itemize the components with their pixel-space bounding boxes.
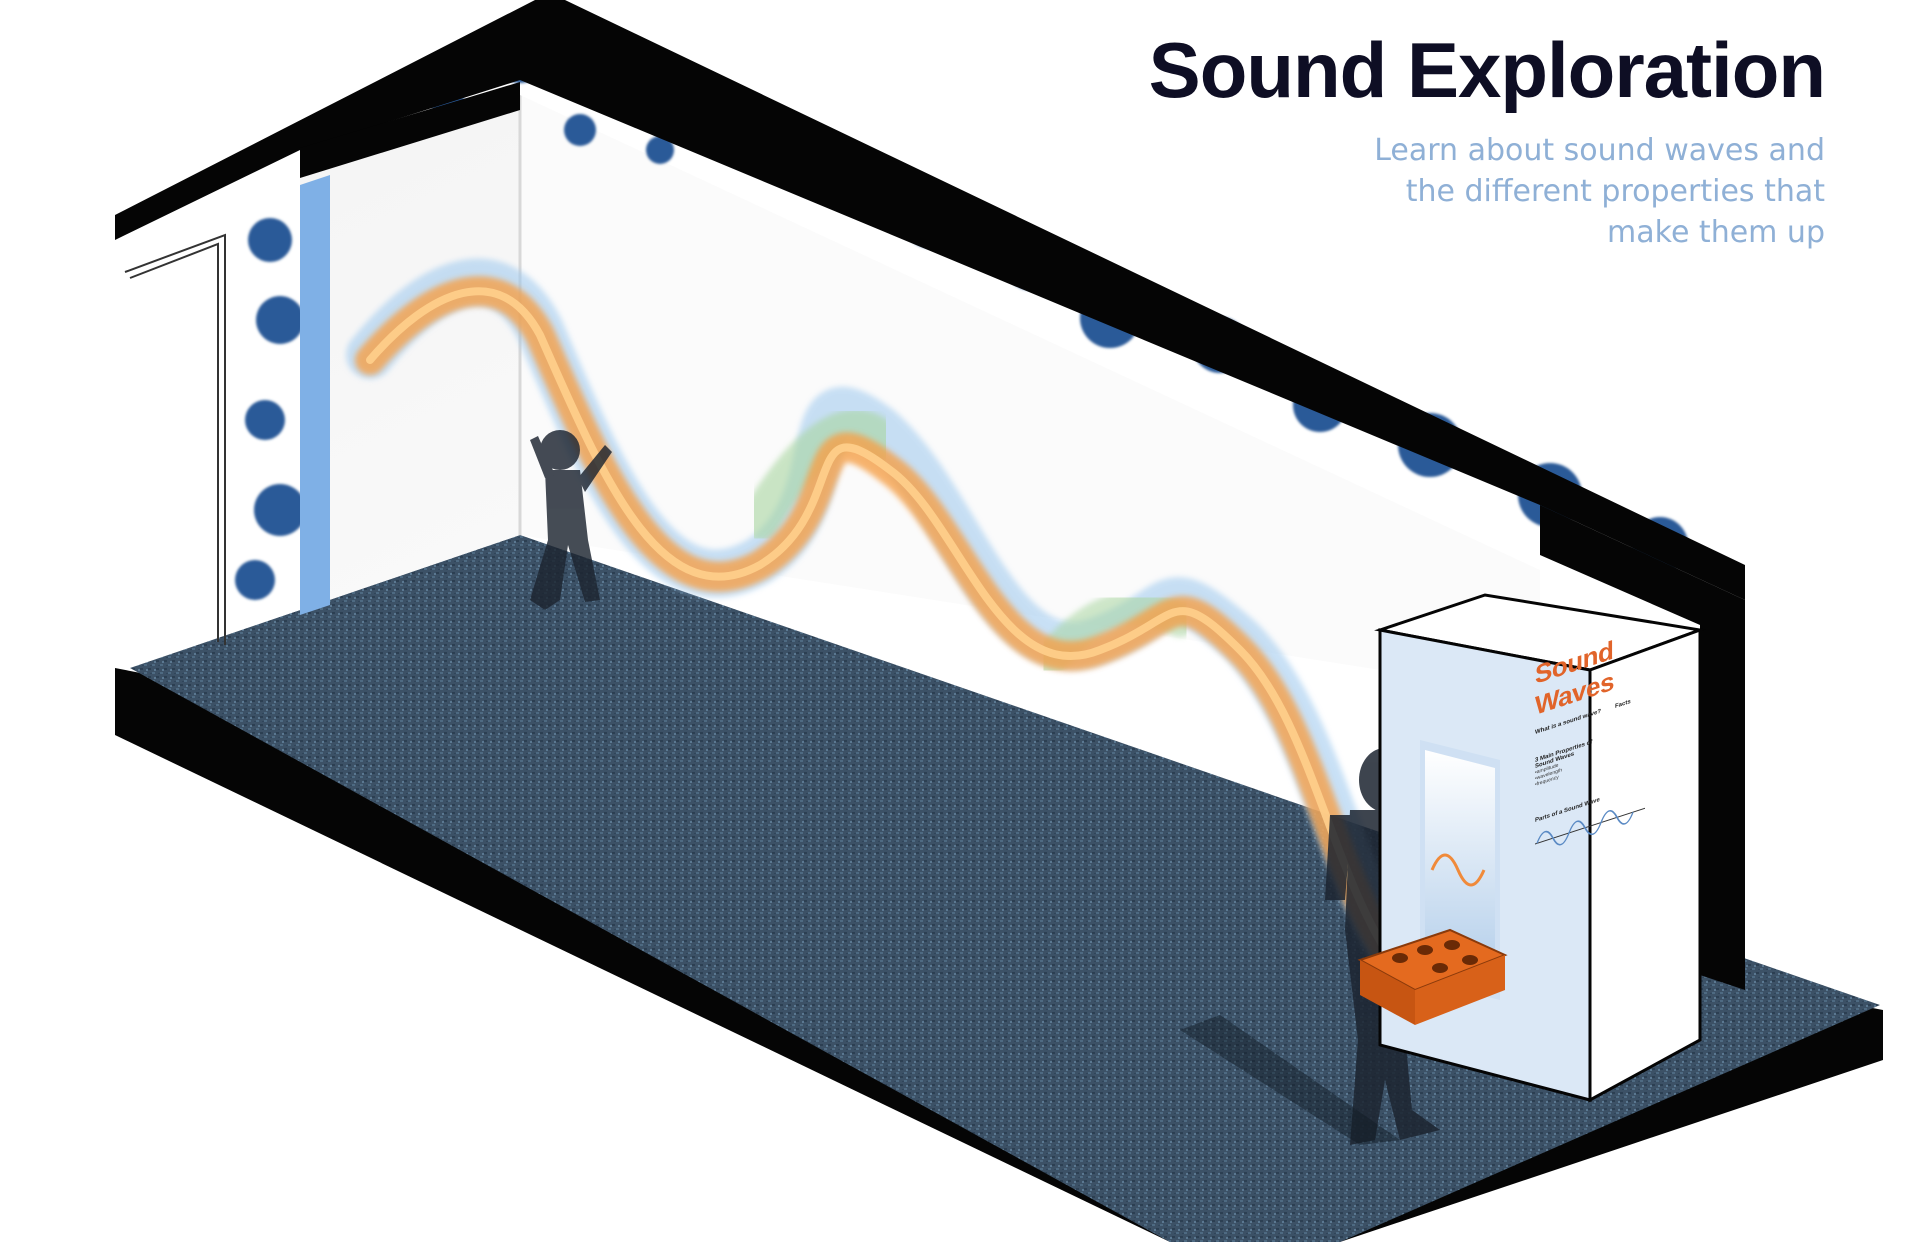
child-silhouette — [530, 430, 612, 610]
carpet-floor — [130, 535, 1880, 1242]
exhibit-kiosk — [1357, 593, 1706, 1103]
exhibit-panel: Sound Waves What is a sound wave? 3 Main… — [1535, 608, 1695, 1060]
subtitle-line-3: make them up — [1607, 214, 1825, 250]
sound-wave-ribbon — [346, 258, 1424, 984]
adult-shadow — [1180, 1015, 1400, 1145]
blue-partition — [300, 175, 330, 615]
doorway — [124, 233, 226, 645]
subtitle-line-2: the different properties that — [1405, 173, 1825, 209]
wall-outline — [115, 0, 1745, 990]
page-title: Sound Exploration — [1148, 26, 1826, 114]
title-block: Sound Exploration Learn about sound wave… — [1148, 26, 1826, 253]
page-subtitle: Learn about sound waves and the differen… — [1149, 130, 1825, 253]
subtitle-line-1: Learn about sound waves and — [1374, 132, 1825, 168]
panel-sine-diagram — [1535, 807, 1645, 846]
